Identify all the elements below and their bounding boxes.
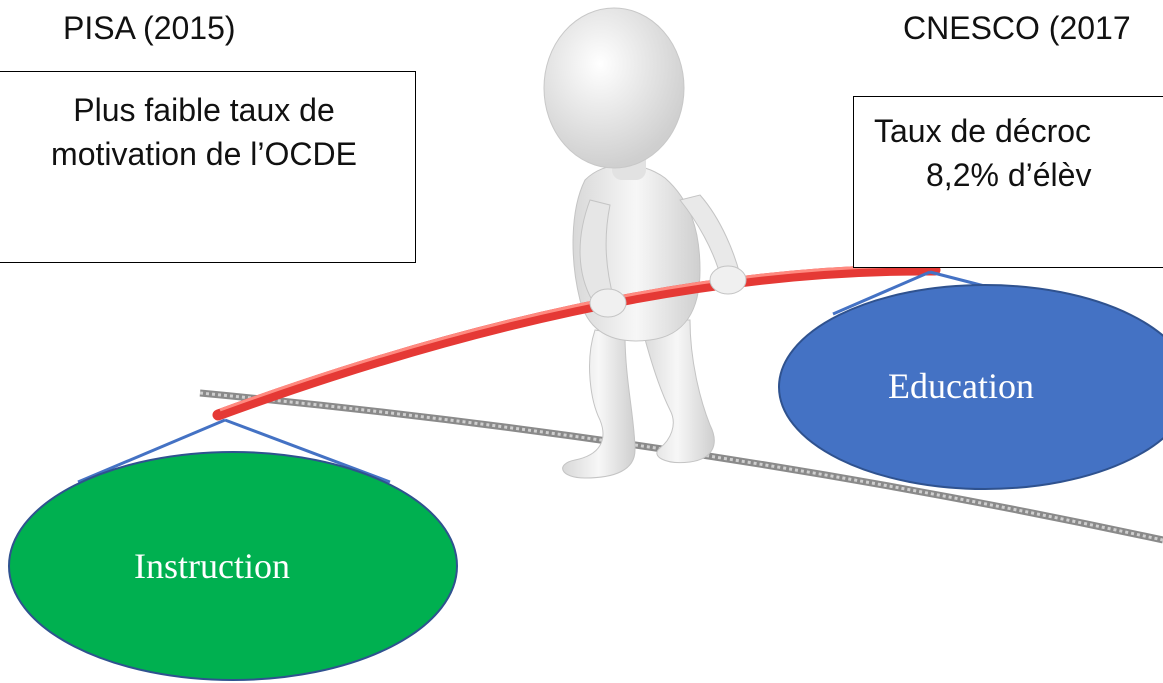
education-ellipse (778, 284, 1163, 490)
left-hand (589, 288, 627, 318)
left-connector (77, 418, 391, 484)
walker-figure (543, 7, 741, 479)
cnesco-box-line1: Taux de décroc (874, 113, 1092, 149)
instruction-ellipse (8, 451, 458, 681)
instruction-label: Instruction (134, 546, 290, 586)
cnesco-box: Taux de décroc 8,2% d’élèv (853, 96, 1163, 268)
cnesco-heading: CNESCO (2017 (903, 10, 1131, 46)
cnesco-box-line2: 8,2% d’élèv (926, 157, 1092, 193)
balancing-pole (212, 264, 941, 421)
pisa-heading: PISA (2015) (63, 10, 236, 46)
education-label: Education (888, 366, 1034, 406)
pisa-box-line1: Plus faible taux de (73, 92, 335, 128)
pisa-box-line2: motivation de l’OCDE (51, 136, 357, 172)
right-hand (709, 265, 747, 295)
pisa-box: Plus faible taux de motivation de l’OCDE (0, 71, 416, 263)
